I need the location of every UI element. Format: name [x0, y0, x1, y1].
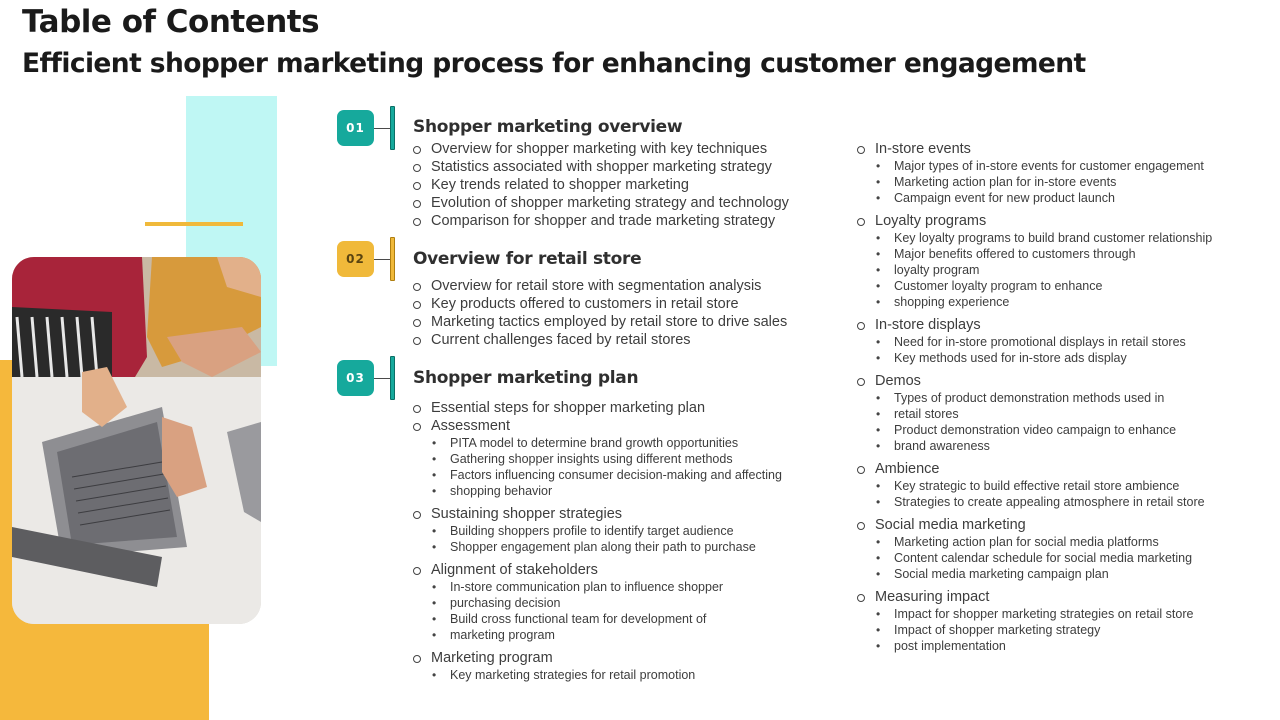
list-item-label: Social media marketing	[875, 517, 1026, 533]
sub-list-item: post implementation	[875, 638, 1212, 654]
sub-list: Marketing action plan for social media p…	[875, 534, 1212, 582]
sub-list-item: Key strategic to build effective retail …	[875, 478, 1212, 494]
section-title-01: Shopper marketing overview	[413, 117, 683, 137]
section-marker-bar	[390, 106, 395, 150]
right-column-list: In-store events Major types of in-store …	[856, 140, 1212, 654]
sub-list-item: Shopper engagement plan along their path…	[431, 539, 782, 555]
sub-list-item: Key loyalty programs to build brand cust…	[875, 230, 1212, 246]
list-item: Assessment PITA model to determine brand…	[412, 417, 782, 499]
list-item: Evolution of shopper marketing strategy …	[412, 194, 789, 212]
section-number-badge-02: 02	[337, 241, 374, 277]
sub-list-item: Strategies to create appealing atmospher…	[875, 494, 1212, 510]
sub-list-item: Key marketing strategies for retail prom…	[431, 667, 782, 683]
section-number-badge-01: 01	[337, 110, 374, 146]
list-item: Social media marketing Marketing action …	[856, 516, 1212, 582]
list-item: Loyalty programs Key loyalty programs to…	[856, 212, 1212, 310]
section-marker-bar	[390, 237, 395, 281]
laptop-team-photo	[12, 257, 261, 624]
section-02-list: Overview for retail store with segmentat…	[412, 277, 787, 349]
list-item-label: Assessment	[431, 418, 510, 434]
sub-list-item: Content calendar schedule for social med…	[875, 550, 1212, 566]
list-item: In-store events Major types of in-store …	[856, 140, 1212, 206]
list-item-label: Alignment of stakeholders	[431, 562, 598, 578]
list-item: Ambience Key strategic to build effectiv…	[856, 460, 1212, 510]
sub-list: Types of product demonstration methods u…	[875, 390, 1212, 454]
sub-list-item: Social media marketing campaign plan	[875, 566, 1212, 582]
page-title: Table of Contents	[22, 4, 320, 40]
list-item: Statistics associated with shopper marke…	[412, 158, 789, 176]
list-item: Sustaining shopper strategies Building s…	[412, 505, 782, 555]
list-item: Marketing tactics employed by retail sto…	[412, 313, 787, 331]
sub-list: In-store communication plan to influence…	[431, 579, 782, 643]
sub-list-item: Product demonstration video campaign to …	[875, 422, 1212, 438]
list-item: Alignment of stakeholders In-store commu…	[412, 561, 782, 643]
sub-list-item: Factors influencing consumer decision-ma…	[431, 467, 782, 483]
section-title-02: Overview for retail store	[413, 249, 642, 269]
list-item-label: Demos	[875, 373, 921, 389]
sub-list-item: retail stores	[875, 406, 1212, 422]
sub-list: PITA model to determine brand growth opp…	[431, 435, 782, 499]
sub-list-item: Types of product demonstration methods u…	[875, 390, 1212, 406]
sub-list-item: Campaign event for new product launch	[875, 190, 1212, 206]
sub-list-item: Major benefits offered to customers thro…	[875, 246, 1212, 262]
list-item: Comparison for shopper and trade marketi…	[412, 212, 789, 230]
list-item: Essential steps for shopper marketing pl…	[412, 399, 782, 417]
list-item: Measuring impact Impact for shopper mark…	[856, 588, 1212, 654]
list-item: Key trends related to shopper marketing	[412, 176, 789, 194]
sub-list-item: brand awareness	[875, 438, 1212, 454]
sub-list: Key marketing strategies for retail prom…	[431, 667, 782, 683]
list-item-label: Sustaining shopper strategies	[431, 506, 623, 522]
list-item-label: In-store displays	[875, 317, 981, 333]
sub-list-item: shopping behavior	[431, 483, 782, 499]
connector-line	[374, 128, 390, 129]
list-item-label: In-store events	[875, 141, 971, 157]
sub-list-item: shopping experience	[875, 294, 1212, 310]
sub-list-item: Marketing action plan for in-store event…	[875, 174, 1212, 190]
list-item: Key products offered to customers in ret…	[412, 295, 787, 313]
section-title-03: Shopper marketing plan	[413, 368, 639, 388]
connector-line	[374, 378, 390, 379]
section-03-list: Essential steps for shopper marketing pl…	[412, 399, 782, 683]
sub-list: Need for in-store promotional displays i…	[875, 334, 1212, 366]
sub-list-item: Major types of in-store events for custo…	[875, 158, 1212, 174]
sub-list-item: Impact for shopper marketing strategies …	[875, 606, 1212, 622]
sub-list-item: Need for in-store promotional displays i…	[875, 334, 1212, 350]
list-item: Overview for retail store with segmentat…	[412, 277, 787, 295]
sub-list-item: In-store communication plan to influence…	[431, 579, 782, 595]
sub-list-item: purchasing decision	[431, 595, 782, 611]
sub-list-item: Impact of shopper marketing strategy	[875, 622, 1212, 638]
photo-illustration	[12, 257, 261, 624]
sub-list-item: Build cross functional team for developm…	[431, 611, 782, 627]
sub-list-item: marketing program	[431, 627, 782, 643]
sub-list: Major types of in-store events for custo…	[875, 158, 1212, 206]
sub-list: Key loyalty programs to build brand cust…	[875, 230, 1212, 310]
sub-list: Key strategic to build effective retail …	[875, 478, 1212, 510]
list-item-label: Ambience	[875, 461, 940, 477]
sub-list-item: loyalty program	[875, 262, 1212, 278]
sub-list: Building shoppers profile to identify ta…	[431, 523, 782, 555]
list-item-label: Loyalty programs	[875, 213, 987, 229]
sub-list-item: Marketing action plan for social media p…	[875, 534, 1212, 550]
sub-list-item: Gathering shopper insights using differe…	[431, 451, 782, 467]
list-item-label: Marketing program	[431, 650, 553, 666]
connector-line	[374, 259, 390, 260]
page-subtitle: Efficient shopper marketing process for …	[22, 48, 1086, 79]
sub-list-item: PITA model to determine brand growth opp…	[431, 435, 782, 451]
sub-list: Impact for shopper marketing strategies …	[875, 606, 1212, 654]
sub-list-item: Key methods used for in-store ads displa…	[875, 350, 1212, 366]
list-item-label: Essential steps for shopper marketing pl…	[431, 400, 706, 416]
list-item: In-store displays Need for in-store prom…	[856, 316, 1212, 366]
list-item: Demos Types of product demonstration met…	[856, 372, 1212, 454]
list-item: Marketing program Key marketing strategi…	[412, 649, 782, 683]
section-number-badge-03: 03	[337, 360, 374, 396]
sub-list-item: Building shoppers profile to identify ta…	[431, 523, 782, 539]
list-item-label: Measuring impact	[875, 589, 990, 605]
section-marker-bar	[390, 356, 395, 400]
section-01-list: Overview for shopper marketing with key …	[412, 140, 789, 230]
decorative-yellow-line	[145, 222, 243, 226]
list-item: Current challenges faced by retail store…	[412, 331, 787, 349]
sub-list-item: Customer loyalty program to enhance	[875, 278, 1212, 294]
list-item: Overview for shopper marketing with key …	[412, 140, 789, 158]
